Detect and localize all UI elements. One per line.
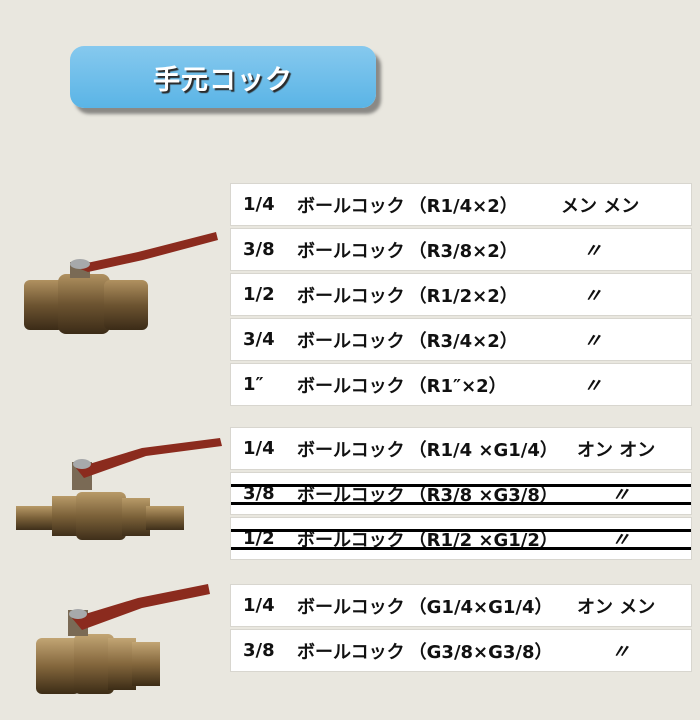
item-name: ボールコック xyxy=(297,240,405,262)
item-name: ボールコック xyxy=(297,195,405,217)
item-name: ボールコック xyxy=(297,484,405,506)
item-size: 1/4 xyxy=(243,194,275,215)
item-spec: （R1/4 ×G1/4） xyxy=(408,439,558,461)
list-item: 1/4 ボールコック （R1/4 ×G1/4） オン オン xyxy=(231,428,691,469)
item-connection: オン メン xyxy=(577,596,656,618)
item-name: ボールコック xyxy=(297,529,405,551)
item-connection: 〃 xyxy=(583,285,603,307)
item-name: ボールコック xyxy=(297,330,405,352)
list-item: 3/8 ボールコック （G3/8×G3/8） 〃 xyxy=(231,630,691,671)
list-item-struck: 1/2 ボールコック （R1/2 ×G1/2） 〃 xyxy=(231,518,691,559)
valve-list-group-2: 1/4 ボールコック （R1/4 ×G1/4） オン オン 3/8 ボールコック… xyxy=(231,428,691,563)
item-connection: 〃 xyxy=(611,641,631,663)
list-item: 1/2 ボールコック （R1/2×2） 〃 xyxy=(231,274,691,315)
item-spec: （R1/4×2） xyxy=(408,195,518,217)
item-spec: （G1/4×G1/4） xyxy=(408,596,553,618)
item-size: 3/4 xyxy=(243,329,275,350)
item-connection: 〃 xyxy=(611,484,631,506)
page-title: 手元コック xyxy=(153,64,293,96)
list-item: 1/4 ボールコック （G1/4×G1/4） オン メン xyxy=(231,585,691,626)
item-connection: 〃 xyxy=(583,330,603,352)
item-spec: （G3/8×G3/8） xyxy=(408,641,553,663)
item-spec: （R3/8 ×G3/8） xyxy=(408,484,558,506)
item-size: 1/2 xyxy=(243,284,275,305)
item-name: ボールコック xyxy=(297,375,405,397)
item-connection: メン メン xyxy=(561,195,640,217)
item-size: 1/4 xyxy=(243,595,275,616)
list-item: 1/4 ボールコック （R1/4×2） メン メン xyxy=(231,184,691,225)
strikethrough-line xyxy=(231,547,691,550)
list-item: 3/8 ボールコック （R3/8×2） 〃 xyxy=(231,229,691,270)
item-size: 1″ xyxy=(243,374,264,395)
item-name: ボールコック xyxy=(297,439,405,461)
item-name: ボールコック xyxy=(297,596,405,618)
list-item: 1″ ボールコック （R1″×2） 〃 xyxy=(231,364,691,405)
item-size: 3/8 xyxy=(243,483,275,504)
item-spec: （R1/2×2） xyxy=(408,285,518,307)
ball-valve-male-male-image xyxy=(16,438,222,540)
list-item: 3/4 ボールコック （R3/4×2） 〃 xyxy=(231,319,691,360)
item-size: 1/4 xyxy=(243,438,275,459)
valve-list-group-3: 1/4 ボールコック （G1/4×G1/4） オン メン 3/8 ボールコック … xyxy=(231,585,691,675)
strikethrough-line xyxy=(231,484,691,487)
valve-list-group-1: 1/4 ボールコック （R1/4×2） メン メン 3/8 ボールコック （R3… xyxy=(231,184,691,409)
item-spec: （R3/8×2） xyxy=(408,240,518,262)
item-connection: 〃 xyxy=(611,529,631,551)
item-size: 3/8 xyxy=(243,640,275,661)
item-connection: 〃 xyxy=(583,240,603,262)
item-size: 3/8 xyxy=(243,239,275,260)
item-spec: （R1″×2） xyxy=(408,375,507,397)
list-item-struck: 3/8 ボールコック （R3/8 ×G3/8） 〃 xyxy=(231,473,691,514)
title-badge: 手元コック xyxy=(70,46,376,108)
strikethrough-line xyxy=(231,502,691,505)
ball-valve-female-male-image xyxy=(36,584,210,694)
item-name: ボールコック xyxy=(297,285,405,307)
strikethrough-line xyxy=(231,529,691,532)
item-spec: （R3/4×2） xyxy=(408,330,518,352)
item-spec: （R1/2 ×G1/2） xyxy=(408,529,558,551)
item-connection: 〃 xyxy=(583,375,603,397)
ball-valve-female-female-image xyxy=(24,232,218,334)
item-connection: オン オン xyxy=(577,439,656,461)
item-name: ボールコック xyxy=(297,641,405,663)
item-size: 1/2 xyxy=(243,528,275,549)
